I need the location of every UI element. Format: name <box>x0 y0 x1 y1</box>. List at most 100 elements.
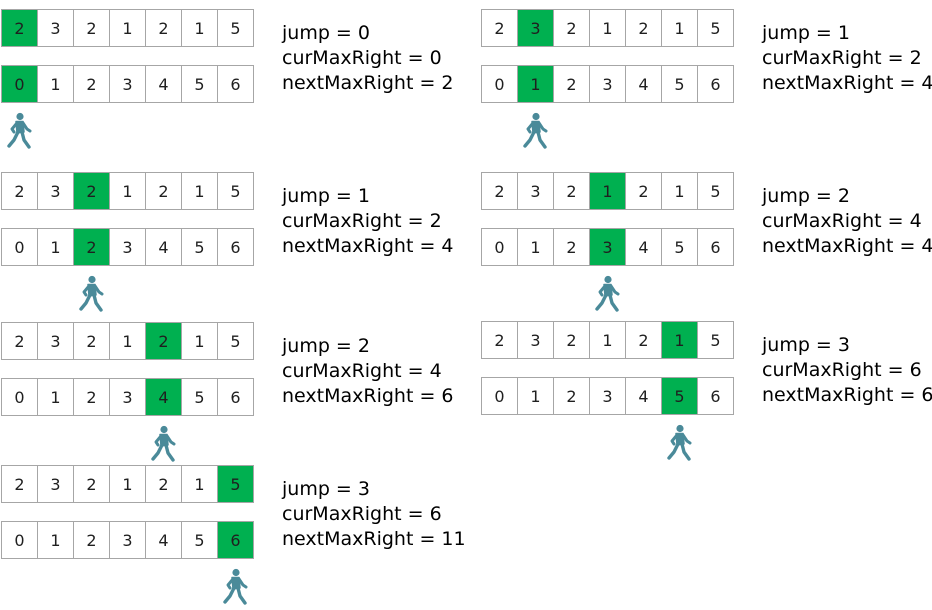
array-cell: 2 <box>481 9 518 47</box>
array-cell: 2 <box>145 465 182 503</box>
array-cell: 5 <box>181 378 218 416</box>
array-cell: 1 <box>109 172 146 210</box>
jump-value: jump = 1 <box>282 185 370 207</box>
array-cell: 2 <box>73 9 110 47</box>
array-cell: 1 <box>37 65 74 103</box>
cur-max-right-value: curMaxRight = 6 <box>762 359 922 381</box>
next-max-right-value: nextMaxRight = 6 <box>762 384 932 406</box>
array-cell: 4 <box>145 521 182 559</box>
cur-max-right-value: curMaxRight = 2 <box>282 210 442 232</box>
jump-value: jump = 0 <box>282 22 370 44</box>
array-cell: 2 <box>625 172 662 210</box>
highlighted-cell: 5 <box>217 465 254 503</box>
array-cell: 4 <box>625 228 662 266</box>
array-cell: 4 <box>625 377 662 415</box>
array-cell: 1 <box>109 322 146 360</box>
jump-value: jump = 3 <box>282 478 370 500</box>
array-cell: 5 <box>217 322 254 360</box>
cur-max-right-value: curMaxRight = 2 <box>762 47 922 69</box>
jump-value: jump = 2 <box>762 185 850 207</box>
array-cell: 1 <box>661 172 698 210</box>
array-cell: 6 <box>217 228 254 266</box>
cur-max-right-value: curMaxRight = 0 <box>282 47 442 69</box>
highlighted-cell: 0 <box>1 65 38 103</box>
array-cell: 3 <box>37 465 74 503</box>
array-cell: 3 <box>109 65 146 103</box>
array-cell: 2 <box>625 9 662 47</box>
highlighted-cell: 2 <box>73 172 110 210</box>
next-max-right-value: nextMaxRight = 4 <box>282 235 454 257</box>
array-cell: 4 <box>625 65 662 103</box>
array-cell: 5 <box>217 172 254 210</box>
array-cell: 6 <box>697 65 734 103</box>
array-cell: 5 <box>181 65 218 103</box>
array-cell: 5 <box>217 9 254 47</box>
array-cell: 3 <box>109 521 146 559</box>
highlighted-cell: 2 <box>1 9 38 47</box>
array-cell: 1 <box>37 378 74 416</box>
array-cell: 2 <box>553 9 590 47</box>
array-cell: 2 <box>553 172 590 210</box>
array-cell: 3 <box>37 172 74 210</box>
array-cell: 3 <box>109 228 146 266</box>
walking-person-icon <box>5 112 33 150</box>
array-cell: 2 <box>145 9 182 47</box>
array-cell: 2 <box>1 322 38 360</box>
array-cell: 5 <box>697 9 734 47</box>
array-cell: 2 <box>553 321 590 359</box>
highlighted-cell: 5 <box>661 377 698 415</box>
highlighted-cell: 1 <box>661 321 698 359</box>
array-cell: 3 <box>517 172 554 210</box>
array-cell: 3 <box>589 65 626 103</box>
jump-value: jump = 1 <box>762 22 850 44</box>
array-cell: 2 <box>553 65 590 103</box>
array-cell: 6 <box>217 378 254 416</box>
highlighted-cell: 1 <box>589 172 626 210</box>
walking-person-icon <box>521 112 549 150</box>
array-cell: 5 <box>181 521 218 559</box>
array-cell: 2 <box>73 65 110 103</box>
next-max-right-value: nextMaxRight = 4 <box>762 235 932 257</box>
next-max-right-value: nextMaxRight = 4 <box>762 72 932 94</box>
array-cell: 0 <box>1 378 38 416</box>
array-cell: 1 <box>661 9 698 47</box>
array-cell: 2 <box>625 321 662 359</box>
array-cell: 2 <box>73 378 110 416</box>
array-cell: 2 <box>1 172 38 210</box>
state-text: jump = 1 curMaxRight = 2 nextMaxRight = 4 <box>762 21 932 96</box>
jump-value: jump = 2 <box>282 335 370 357</box>
array-cell: 3 <box>517 321 554 359</box>
array-cell: 2 <box>553 377 590 415</box>
array-cell: 5 <box>697 321 734 359</box>
array-cell: 2 <box>73 465 110 503</box>
highlighted-cell: 3 <box>589 228 626 266</box>
array-cell: 1 <box>37 521 74 559</box>
array-cell: 2 <box>73 322 110 360</box>
array-cell: 1 <box>181 9 218 47</box>
array-cell: 0 <box>481 65 518 103</box>
highlighted-cell: 4 <box>145 378 182 416</box>
array-cell: 1 <box>181 172 218 210</box>
cur-max-right-value: curMaxRight = 4 <box>282 360 442 382</box>
array-cell: 0 <box>1 228 38 266</box>
